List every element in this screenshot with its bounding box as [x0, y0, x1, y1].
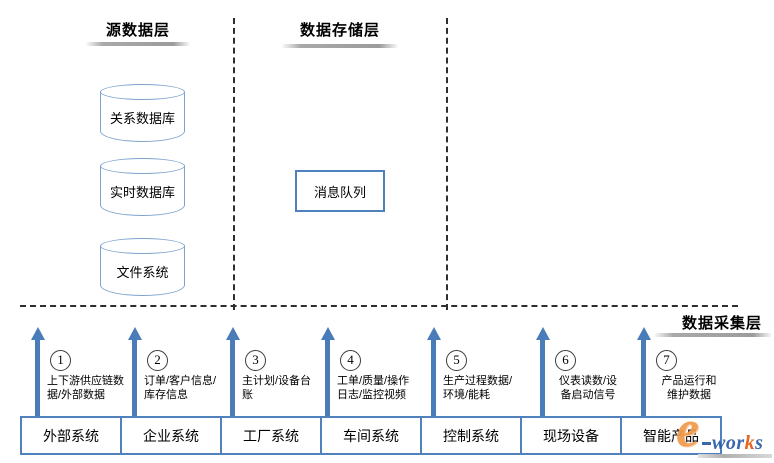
source-layer-title: 源数据层	[105, 22, 170, 39]
vertical-divider-1	[233, 18, 235, 310]
horizontal-divider	[20, 305, 738, 307]
message-queue-label: 消息队列	[313, 184, 366, 200]
channel-7: 7 产品运行和 维护数据	[637, 327, 741, 416]
database-cylinder-relational: 关系数据库	[100, 84, 185, 142]
system-cell-workshop: 车间系统	[320, 418, 420, 453]
channel-description: 工单/质量/操作 日志/监控视频	[337, 375, 410, 401]
cylinder-label: 关系数据库	[109, 111, 175, 126]
channel-number-badge: 5	[446, 350, 467, 371]
up-arrow-icon	[427, 327, 441, 416]
channel-6: 6 仪表读数/设 备启动信号	[536, 327, 640, 416]
channel-5: 5 生产过程数据/ 环境/能耗	[427, 327, 531, 416]
channel-number-badge: 1	[50, 350, 71, 371]
channel-1: 1 上下游供应链数 据/外部数据	[31, 327, 135, 416]
channel-number-badge: 2	[147, 350, 168, 371]
up-arrow-icon	[321, 327, 335, 416]
system-cell-enterprise: 企业系统	[120, 418, 220, 453]
up-arrow-icon	[226, 327, 240, 416]
cylinder-top	[100, 238, 185, 254]
channel-description: 仪表读数/设 备启动信号	[558, 375, 618, 401]
system-cell-factory: 工厂系统	[220, 418, 320, 453]
logo-e-glyph: e	[676, 401, 700, 458]
channel-number-badge: 7	[656, 350, 677, 371]
channel-2: 2 订单/客户信息/ 库存信息	[128, 327, 232, 416]
up-arrow-icon	[637, 327, 651, 416]
channel-number-badge: 3	[245, 350, 266, 371]
message-queue-box: 消息队列	[295, 170, 385, 212]
cylinder-body	[100, 166, 185, 216]
storage-layer-title-underline	[282, 44, 398, 48]
channel-4: 4 工单/质量/操作 日志/监控视频	[321, 327, 425, 416]
systems-row: 外部系统 企业系统 工厂系统 车间系统 控制系统 现场设备 智能产品	[20, 416, 722, 455]
storage-layer-title: 数据存储层	[299, 22, 380, 39]
system-cell-smart-product: 智能产品	[620, 418, 720, 453]
cylinder-top	[100, 158, 185, 174]
channel-description: 生产过程数据/ 环境/能耗	[443, 375, 513, 401]
system-cell-external: 外部系统	[43, 427, 99, 444]
cylinder-label: 实时数据库	[109, 185, 175, 200]
system-cell-field-device: 现场设备	[520, 418, 620, 453]
source-layer-title-underline	[86, 42, 190, 46]
channel-description: 主计划/设备台 账	[242, 375, 312, 401]
database-cylinder-realtime: 实时数据库	[100, 158, 185, 216]
logo-hyphen	[702, 442, 711, 445]
cylinder-body	[100, 92, 185, 142]
channel-description: 上下游供应链数 据/外部数据	[47, 375, 124, 401]
cylinder-body	[100, 246, 185, 296]
vertical-divider-2	[446, 18, 448, 310]
logo-works-text: works	[712, 432, 764, 454]
channel-number-badge: 4	[340, 350, 361, 371]
channel-number-badge: 6	[555, 350, 576, 371]
cylinder-top	[100, 84, 185, 100]
collection-layer-title: 数据采集层	[681, 315, 762, 332]
collection-layer-title-underline	[654, 333, 772, 337]
logo-underline	[698, 454, 772, 458]
channel-3: 3 主计划/设备台 账	[226, 327, 330, 416]
database-cylinder-files: 文件系统	[100, 238, 185, 296]
cylinder-label: 文件系统	[116, 265, 169, 280]
channel-description: 产品运行和 维护数据	[661, 375, 717, 401]
up-arrow-icon	[31, 327, 45, 416]
up-arrow-icon	[536, 327, 550, 416]
channel-description: 订单/客户信息/ 库存信息	[144, 375, 217, 401]
up-arrow-icon	[128, 327, 142, 416]
eworks-logo: e works	[676, 401, 774, 462]
system-cell-control: 控制系统	[420, 418, 520, 453]
